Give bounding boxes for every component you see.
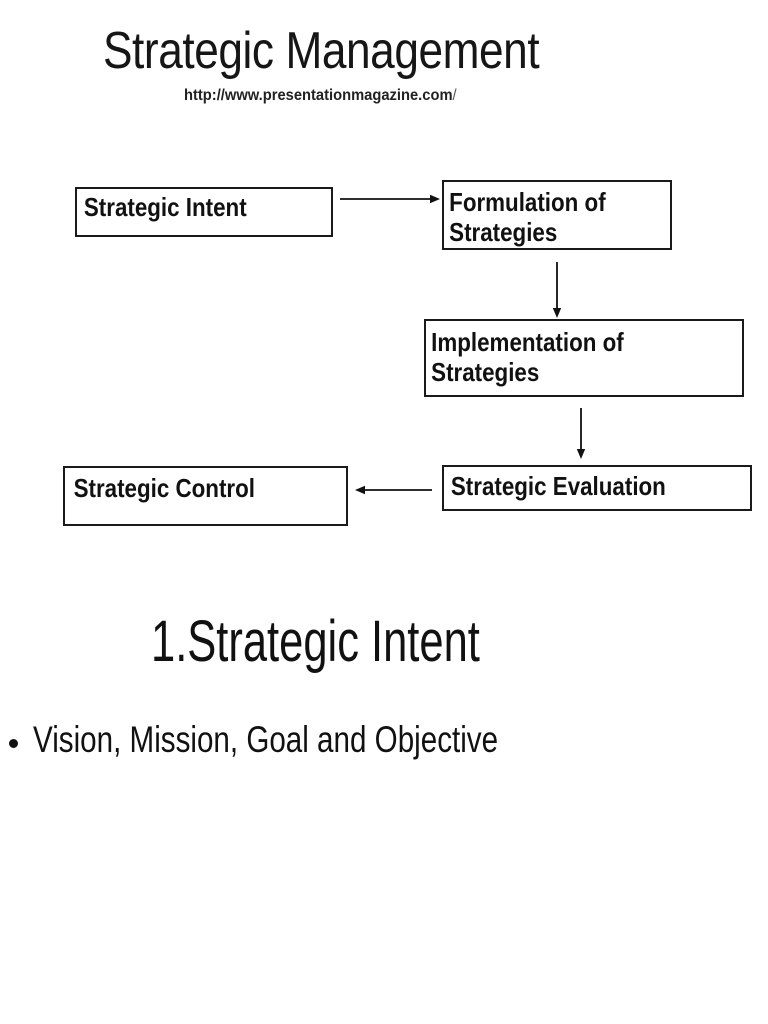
arrow-formulation-to-implementation bbox=[552, 262, 562, 318]
bullet-marker bbox=[9, 739, 18, 748]
flowchart-box-label: Strategic Evaluation bbox=[450, 471, 666, 501]
arrow-intent-to-formulation bbox=[340, 194, 440, 204]
flowchart-box-strategic-control: Strategic Control bbox=[63, 466, 348, 526]
source-url-slash: / bbox=[452, 87, 457, 104]
flowchart-box-label: Strategic Control bbox=[73, 473, 255, 503]
section-heading: 1.Strategic Intent bbox=[151, 609, 480, 674]
arrow-evaluation-to-control bbox=[355, 485, 432, 495]
flowchart-box-implementation-of-strategies: Implementation of Strategies bbox=[424, 319, 744, 397]
flowchart-box-strategic-evaluation: Strategic Evaluation bbox=[442, 465, 752, 511]
flowchart-box-label: Implementation of Strategies bbox=[431, 327, 624, 387]
source-url-text: http://www.presentationmagazine.com/ bbox=[184, 88, 457, 104]
flowchart-box-formulation-of-strategies: Formulation of Strategies bbox=[442, 180, 672, 250]
bullet-text: Vision, Mission, Goal and Objective bbox=[33, 719, 499, 760]
flowchart-box-strategic-intent: Strategic Intent bbox=[75, 187, 333, 237]
flowchart-box-label: Formulation of Strategies bbox=[449, 187, 606, 247]
slide-title: Strategic Management bbox=[103, 22, 540, 80]
flowchart-box-label: Strategic Intent bbox=[83, 192, 247, 222]
arrow-implementation-to-evaluation bbox=[576, 408, 586, 459]
source-url-main: http://www.presentationmagazine.com bbox=[184, 87, 453, 104]
